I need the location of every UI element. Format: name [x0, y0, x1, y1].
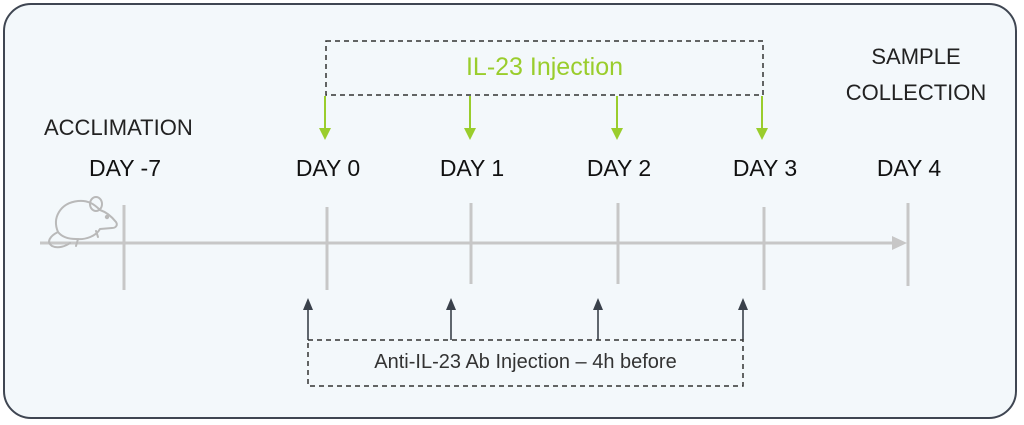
- day-label-3: DAY 3: [732, 155, 798, 181]
- il23-arrows: [319, 96, 768, 140]
- diagram-frame: [3, 3, 1017, 419]
- timeline-arrowhead: [892, 236, 907, 250]
- acclimation-label: ACCLIMATION: [44, 115, 193, 140]
- mouse-icon: [48, 196, 118, 249]
- anti-il23-injection-label: Anti-IL-23 Ab Injection – 4h before: [374, 351, 677, 373]
- sample-collection-line2: COLLECTION: [845, 80, 987, 105]
- sample-collection-line1: SAMPLE: [871, 44, 961, 69]
- day-label-4: DAY 4: [876, 155, 942, 181]
- anti-dashed-box: [307, 339, 744, 387]
- anti-arrows: [303, 298, 748, 340]
- day-label-1: DAY 1: [439, 155, 505, 181]
- il23-dashed-box: [325, 40, 764, 96]
- day-label-minus7: DAY -7: [88, 155, 161, 181]
- day-label-2: DAY 2: [586, 155, 652, 181]
- il23-injection-label: IL-23 Injection: [465, 53, 624, 81]
- day-label-0: DAY 0: [295, 155, 361, 181]
